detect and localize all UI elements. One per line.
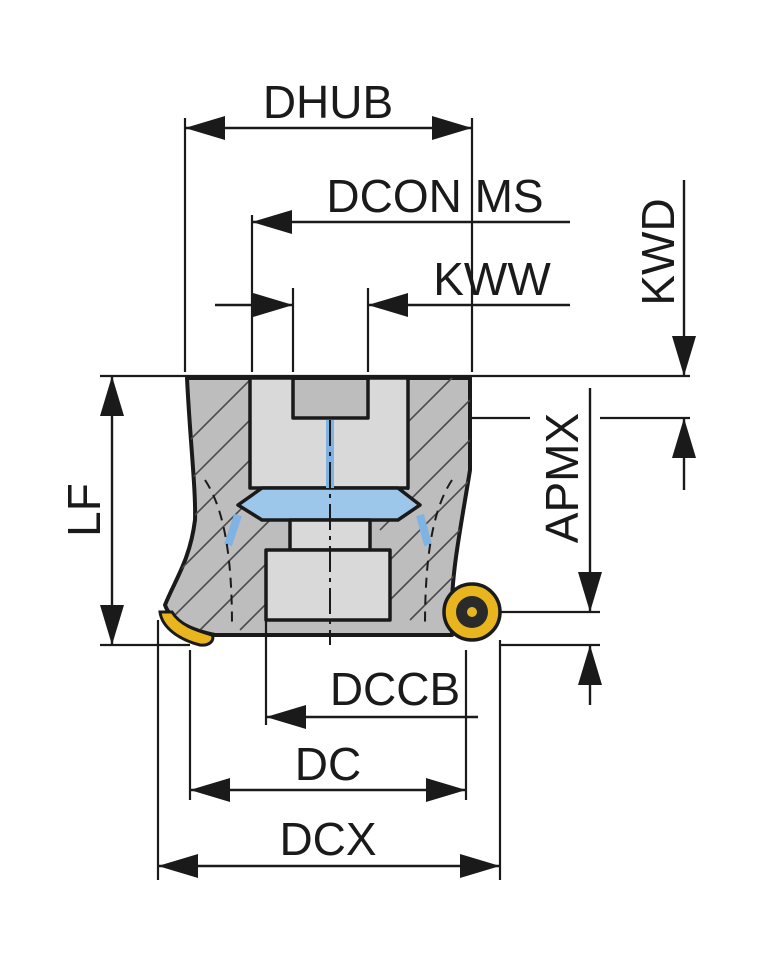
- label-dccb: DCCB: [330, 663, 460, 715]
- tool-body: [158, 376, 502, 647]
- label-dcx: DCX: [279, 813, 376, 865]
- dim-dc: DC: [190, 738, 466, 802]
- coolant-channel-left: [224, 513, 242, 547]
- dim-kwd: KWD: [632, 180, 696, 490]
- label-kww: KWW: [433, 253, 551, 305]
- insert-left: [158, 610, 215, 647]
- label-apmx: APMX: [536, 413, 588, 543]
- coolant-channel-right: [416, 513, 432, 547]
- dim-dcx: DCX: [158, 813, 500, 878]
- hidden-line-left: [204, 479, 233, 626]
- insert-screw-icon: [467, 607, 477, 617]
- extension-lines: [100, 118, 690, 880]
- hidden-line-right: [424, 479, 453, 626]
- label-dhub: DHUB: [263, 76, 393, 128]
- label-kwd: KWD: [632, 198, 684, 305]
- dim-dccb: DCCB: [266, 663, 478, 729]
- dim-dcon-ms: DCON MS: [252, 170, 570, 234]
- screw-seat: [264, 548, 392, 622]
- insert-right: [442, 582, 502, 642]
- dim-dhub: DHUB: [185, 76, 472, 140]
- section-hatch: [165, 378, 470, 631]
- dim-lf: LF: [58, 376, 124, 645]
- dim-apmx: APMX: [536, 388, 602, 705]
- label-dcon-ms: DCON MS: [326, 170, 543, 222]
- label-dc: DC: [295, 738, 361, 790]
- dim-kww: KWW: [215, 253, 570, 317]
- label-lf: LF: [58, 483, 110, 537]
